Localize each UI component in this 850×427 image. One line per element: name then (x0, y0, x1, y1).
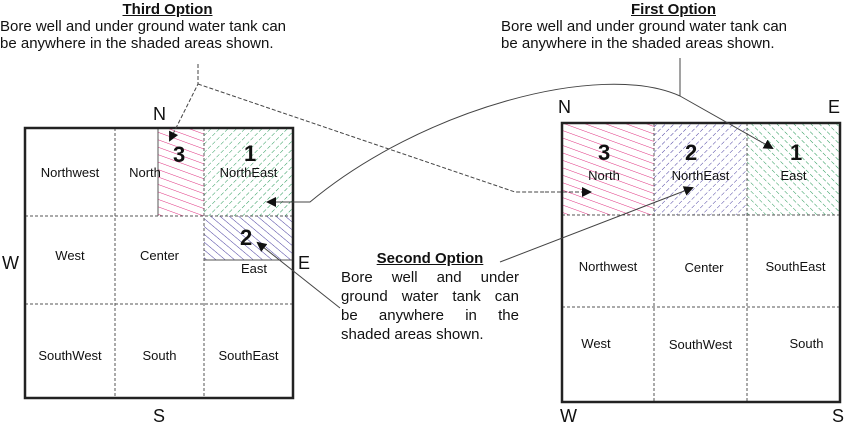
left-direction-e: E (298, 253, 311, 273)
left-zone-number-2: 2 (240, 225, 253, 250)
left-cell-east: East (240, 261, 267, 276)
third-option-title: Third Option (122, 1, 213, 18)
left-cell-northeast: NorthEast (219, 165, 278, 180)
right-cell-south: South (789, 336, 824, 351)
right-cell-west: West (581, 336, 611, 351)
left-zone-number-1: 1 (244, 141, 257, 166)
second-option-caption: Second Option Bore well and under ground… (341, 250, 519, 344)
left-cell-center: Center (139, 248, 180, 263)
connector-lines (169, 58, 774, 309)
left-cell-southeast: SouthEast (218, 348, 279, 363)
third-option-pointer-right (197, 83, 545, 193)
left-zone-1-northeast (204, 128, 293, 216)
right-cell-east: East (780, 168, 807, 183)
left-zone-3-north (158, 128, 204, 216)
left-cell-south: South (142, 348, 177, 363)
left-zone-number-3: 3 (173, 142, 186, 167)
right-zone-number-1: 1 (790, 140, 803, 165)
right-grid (560, 121, 842, 404)
first-option-title: First Option (631, 1, 716, 18)
right-cell-southwest: SouthWest (668, 337, 733, 352)
second-option-line3: be anywhere in the (341, 307, 519, 324)
second-option-line4: shaded areas shown. (341, 326, 484, 343)
first-option-caption: First Option Bore well and under ground … (501, 1, 846, 52)
left-direction-w: W (2, 253, 19, 273)
second-option-arrow-right (499, 186, 694, 263)
third-option-caption: Third Option Bore well and under ground … (0, 1, 335, 52)
first-option-line2: be anywhere in the shaded areas shown. (501, 35, 775, 52)
second-option-title: Second Option (376, 250, 484, 267)
third-option-line1: Bore well and under ground water tank ca… (0, 18, 287, 35)
third-option-line2: be anywhere in the shaded areas shown. (0, 35, 274, 52)
left-cell-west: West (55, 248, 85, 263)
first-option-arrow-right (679, 95, 774, 149)
first-option-curve (266, 83, 681, 207)
left-direction-s: S (153, 406, 166, 426)
left-cell-northwest: Northwest (40, 165, 100, 180)
right-zone-2-northeast (654, 123, 747, 215)
right-cell-center: Center (684, 260, 724, 275)
second-option-arrow-left (256, 241, 341, 309)
right-cell-northwest: Northwest (578, 259, 638, 274)
right-zone-1-east (747, 123, 840, 215)
left-zone-2-east (204, 216, 293, 260)
second-option-line2: ground water tank can (341, 288, 519, 305)
left-direction-n: N (153, 104, 166, 124)
left-cell-north: North (129, 165, 161, 180)
right-zone-number-3: 3 (598, 140, 611, 165)
right-direction-w: W (560, 406, 577, 426)
right-cell-southeast: SouthEast (765, 259, 826, 274)
right-zone-number-2: 2 (685, 140, 698, 165)
first-option-line1: Bore well and under ground water tank ca… (501, 18, 788, 35)
right-zone-3-north (562, 123, 654, 215)
left-grid (23, 126, 295, 400)
left-cell-southwest: SouthWest (38, 348, 102, 363)
right-cell-northeast: NorthEast (671, 168, 730, 183)
right-cell-north: North (588, 168, 620, 183)
right-direction-e: E (828, 97, 841, 117)
right-direction-s: S (832, 406, 845, 426)
right-direction-n: N (558, 97, 571, 117)
second-option-line1: Bore well and under (341, 269, 519, 286)
